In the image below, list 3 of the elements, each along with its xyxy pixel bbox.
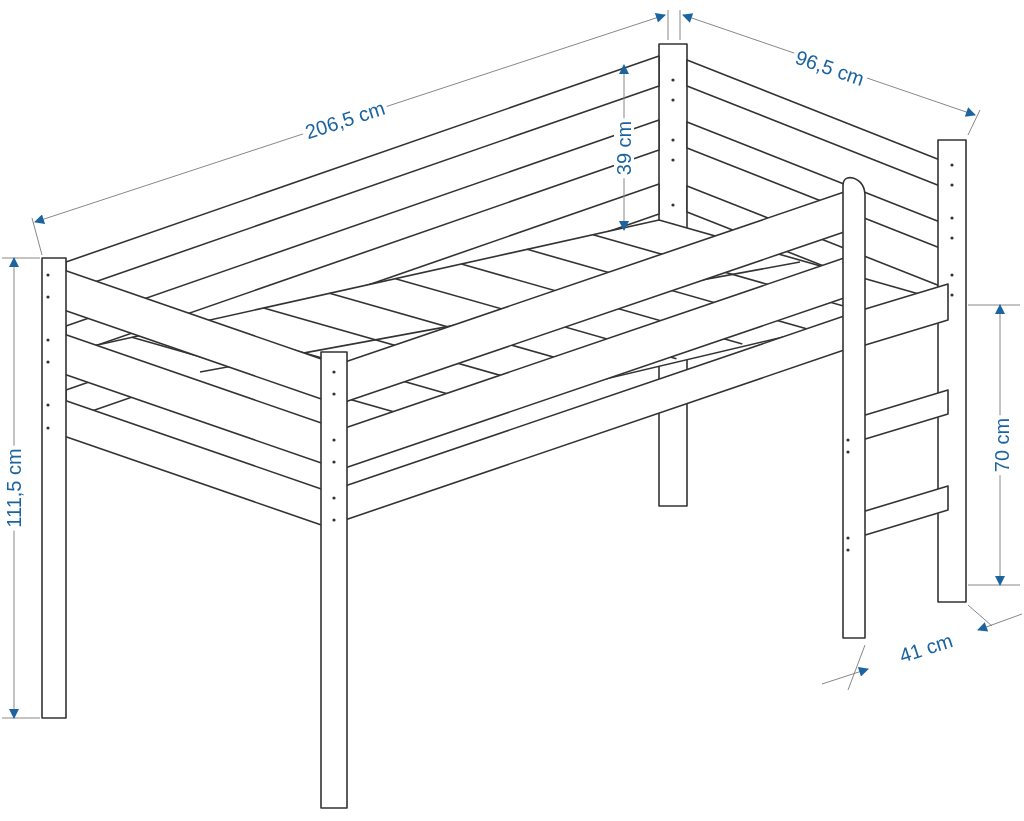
dimension-label: 39 cm (614, 117, 634, 179)
dimension-label: 70 cm (992, 414, 1012, 476)
dimension-label: 111,5 cm (4, 445, 24, 531)
